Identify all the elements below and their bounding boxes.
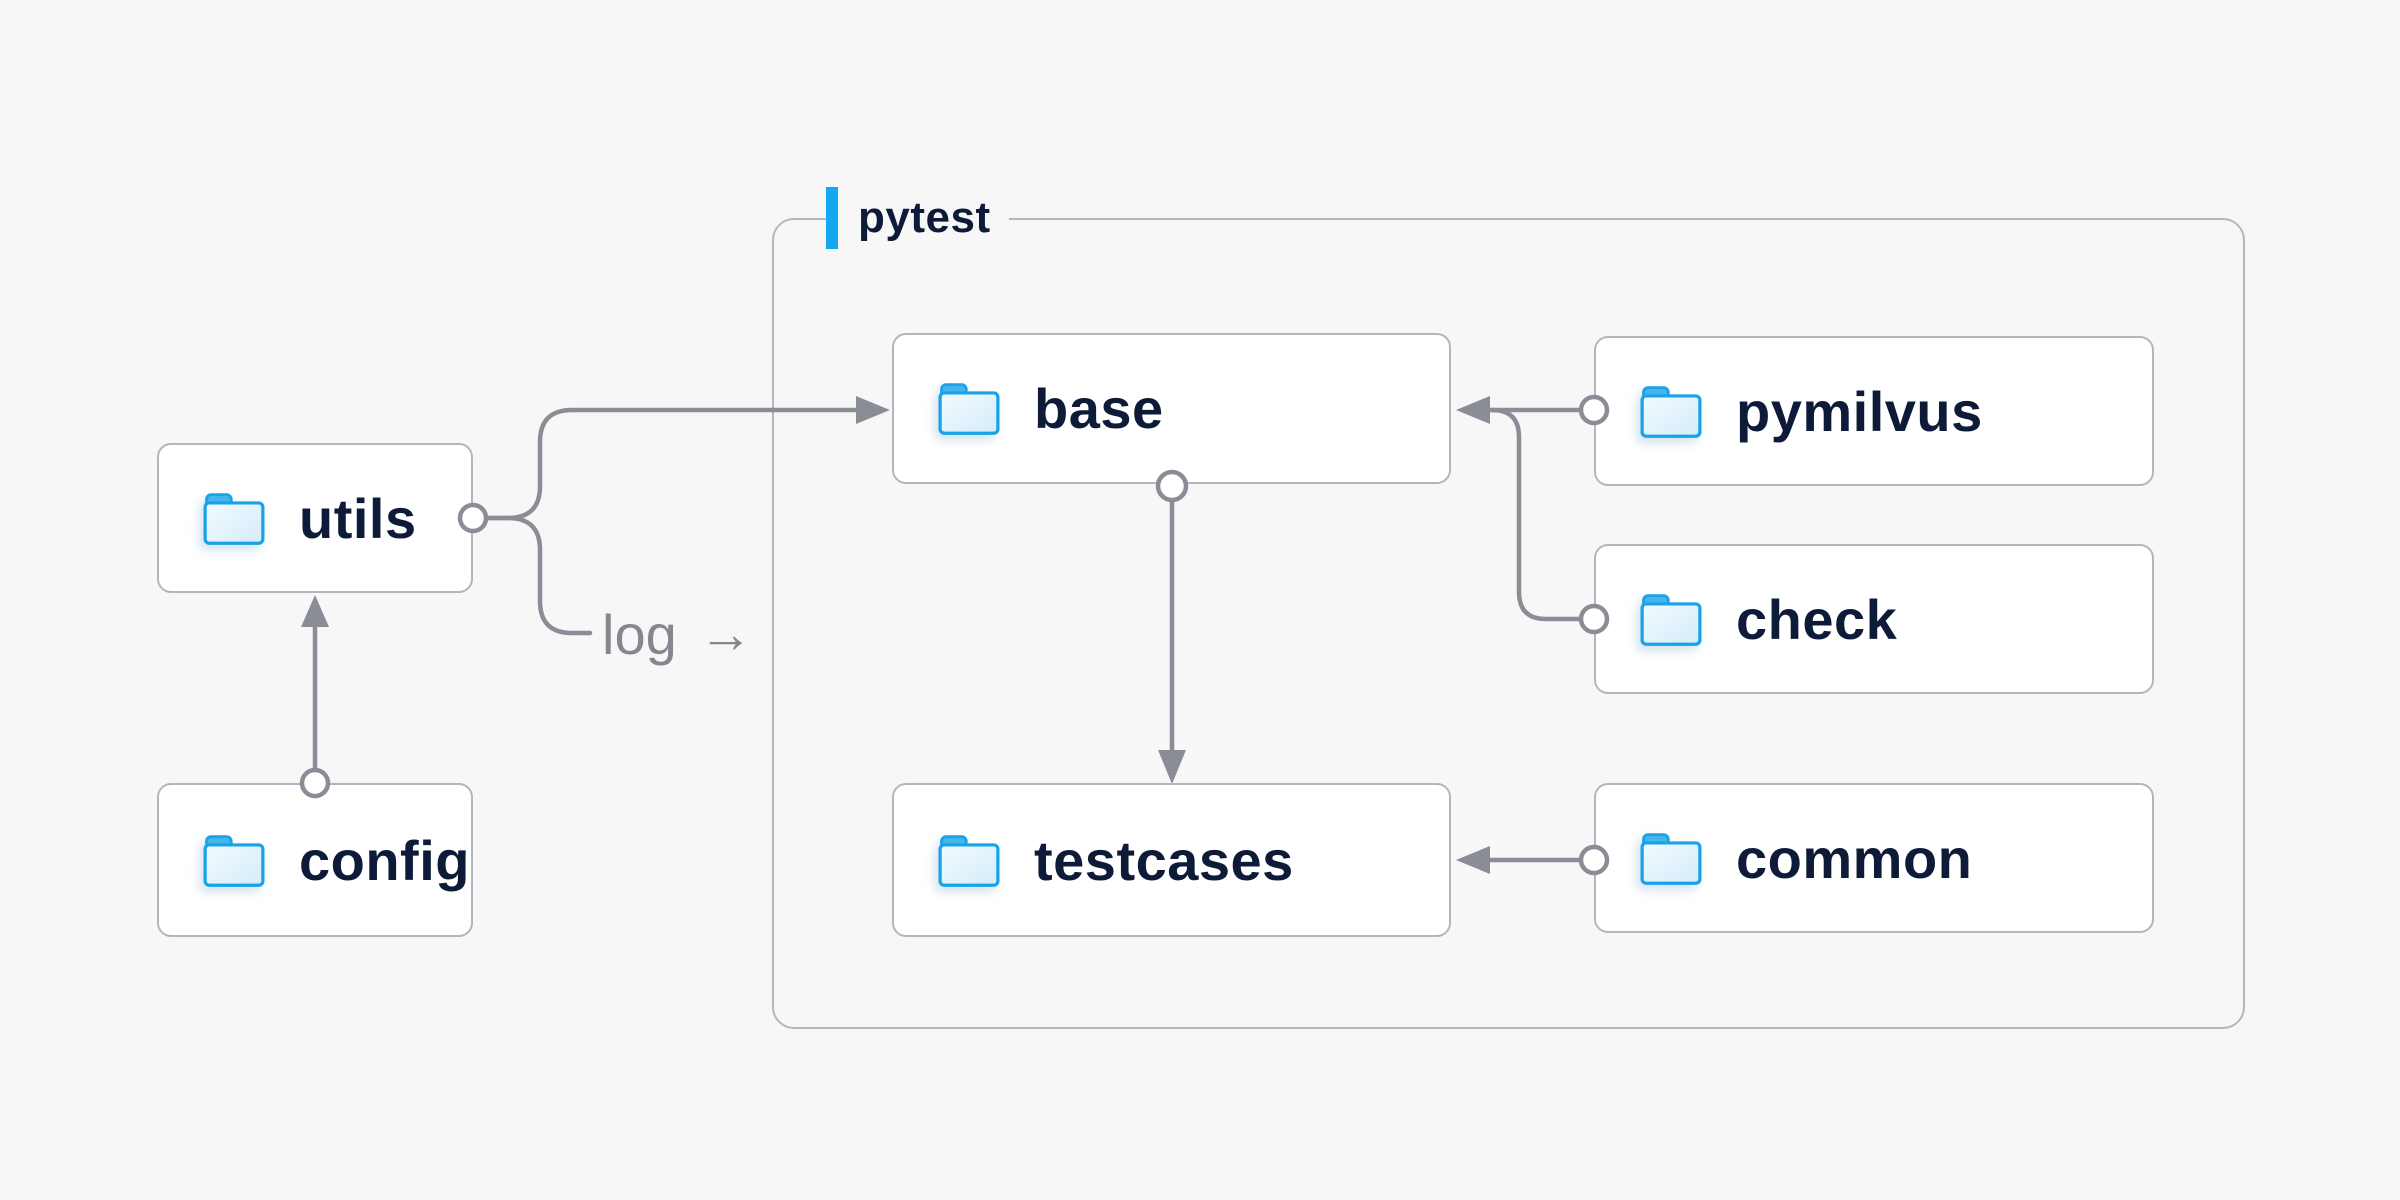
folder-icon <box>1640 832 1702 885</box>
folder-icon <box>203 834 265 887</box>
node-label: common <box>1736 826 1973 890</box>
folder-icon <box>938 834 1000 887</box>
node-base[interactable]: base <box>892 333 1451 484</box>
node-check[interactable]: check <box>1594 544 2154 694</box>
edge-utils-log <box>483 515 593 636</box>
log-text: log <box>602 602 677 666</box>
pytest-container <box>772 218 2245 1029</box>
log-label: log → <box>602 597 753 671</box>
folder-icon <box>1640 385 1702 438</box>
node-label: utils <box>299 486 417 550</box>
folder-icon <box>938 383 1000 435</box>
node-label: check <box>1736 587 1898 651</box>
log-arrow-icon: → <box>698 604 753 664</box>
node-common[interactable]: common <box>1594 783 2154 933</box>
node-pymilvus[interactable]: pymilvus <box>1594 336 2154 486</box>
folder-icon <box>1640 593 1702 646</box>
node-label: config <box>299 828 470 892</box>
node-label: testcases <box>1034 828 1294 892</box>
pytest-label: pytest <box>826 187 1009 249</box>
node-utils[interactable]: utils <box>157 443 473 593</box>
node-label: base <box>1034 377 1164 440</box>
pytest-title: pytest <box>858 193 991 242</box>
accent-bar <box>826 187 838 249</box>
node-testcases[interactable]: testcases <box>892 783 1451 937</box>
node-config[interactable]: config <box>157 783 473 937</box>
arrowhead-up-utils <box>301 595 329 627</box>
folder-icon <box>203 492 265 545</box>
node-label: pymilvus <box>1736 379 1983 443</box>
